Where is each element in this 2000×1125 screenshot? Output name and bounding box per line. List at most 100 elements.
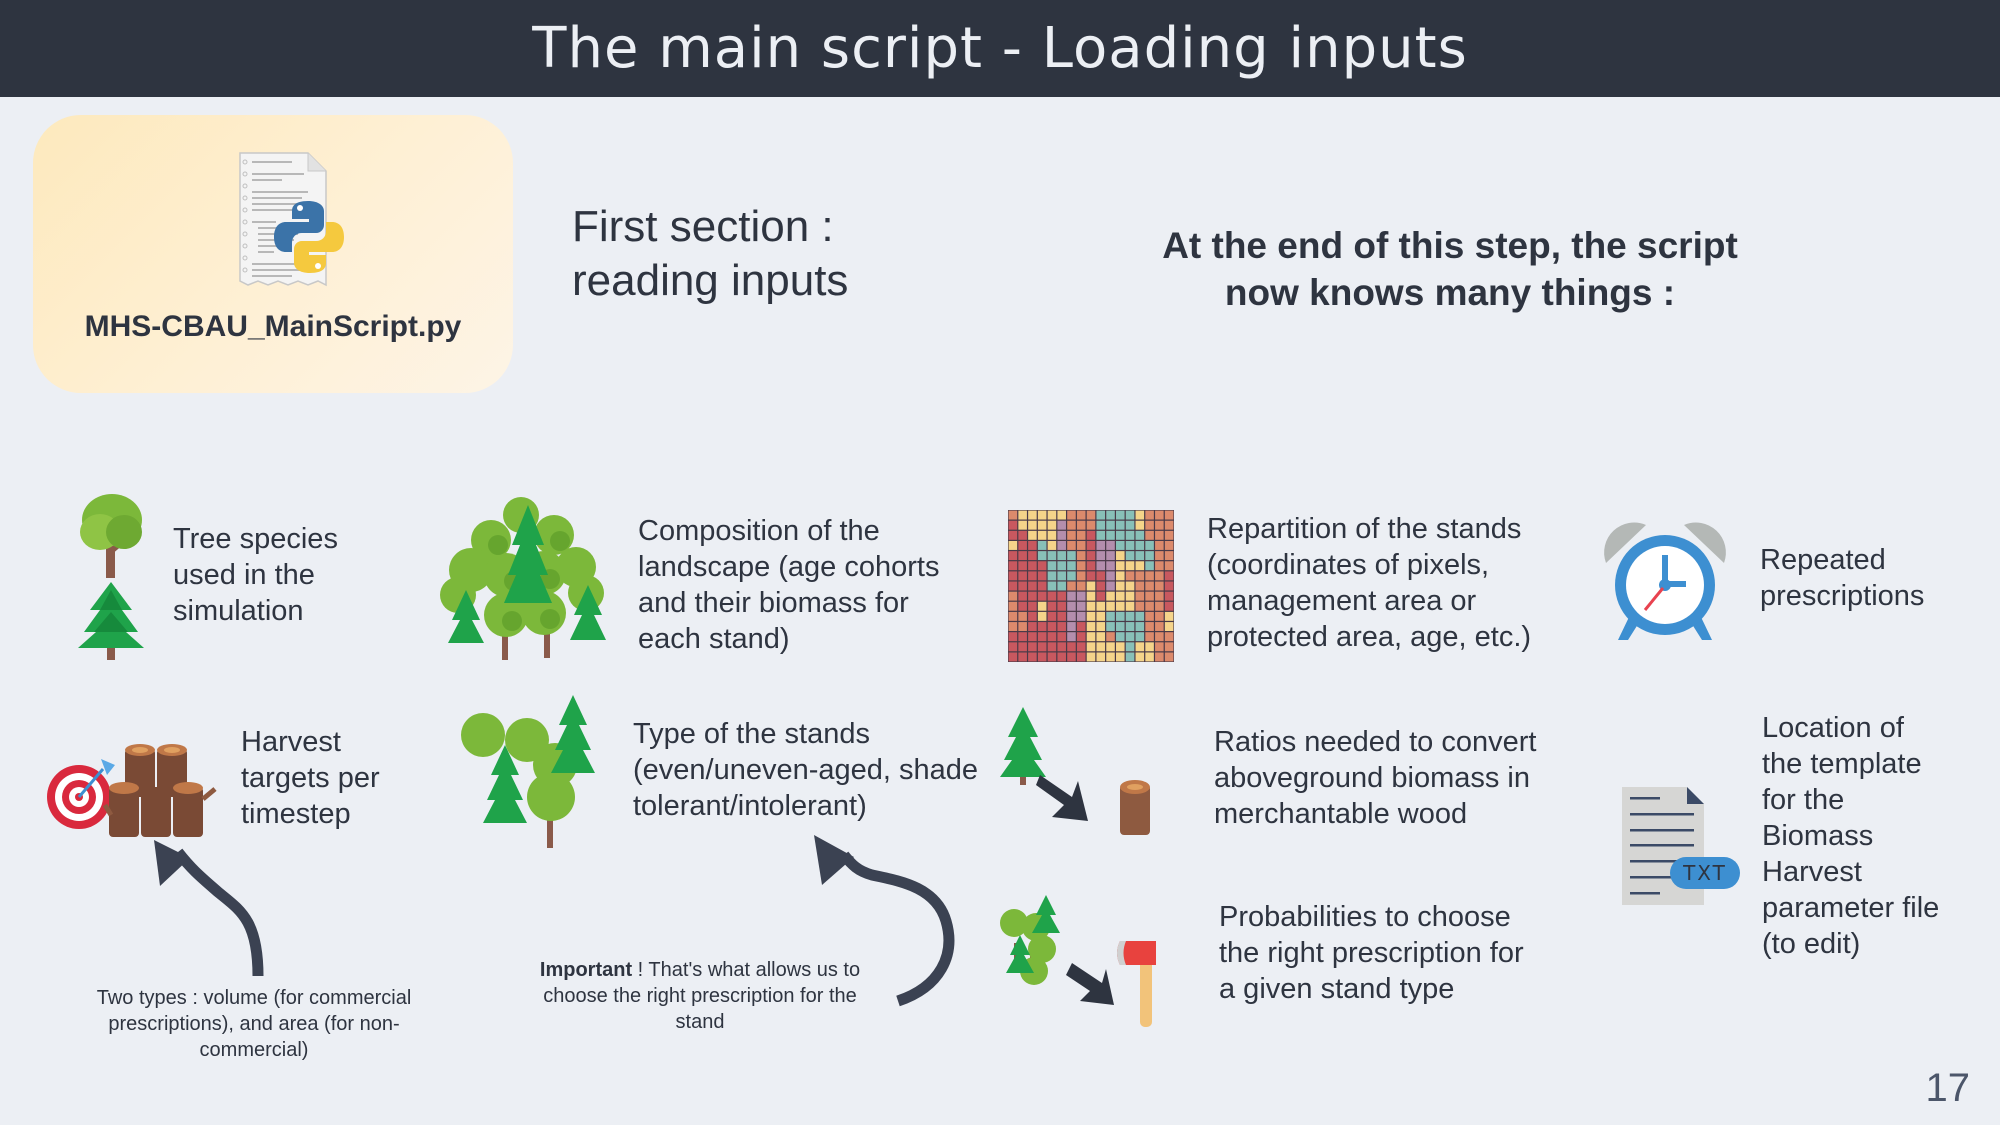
grid-pixel xyxy=(1028,541,1037,550)
grid-pixel xyxy=(1164,601,1174,611)
python-script-file-icon xyxy=(239,152,344,287)
item-line: timestep xyxy=(241,798,351,830)
item-line: Biomass xyxy=(1762,820,1874,852)
grid-pixel xyxy=(1135,642,1145,652)
alarm-clock-icon xyxy=(1604,522,1726,640)
grid-pixel xyxy=(1028,622,1037,631)
txt-file-icon: TXT xyxy=(1622,787,1740,905)
item-line: Repeated xyxy=(1760,544,1886,576)
grid-pixel xyxy=(1135,510,1145,520)
grid-pixel xyxy=(1037,541,1047,550)
item-line: management area or xyxy=(1207,585,1477,617)
grid-pixel xyxy=(1116,611,1125,621)
tree-species-icon xyxy=(78,494,144,660)
grid-pixel xyxy=(1145,632,1154,642)
grid-pixel xyxy=(1096,571,1106,581)
item-line: Ratios needed to convert xyxy=(1214,726,1537,758)
grid-pixel xyxy=(1116,520,1125,530)
grid-pixel xyxy=(1116,652,1125,662)
item-line: for the xyxy=(1762,784,1845,816)
item-line: a given stand type xyxy=(1219,973,1455,1005)
grid-pixel xyxy=(1047,581,1057,591)
grid-pixel xyxy=(1116,642,1125,652)
grid-pixel xyxy=(1096,632,1106,642)
grid-pixel xyxy=(1057,510,1066,520)
grid-pixel xyxy=(1135,561,1145,571)
grid-pixel xyxy=(1057,611,1066,621)
grid-pixel xyxy=(1096,591,1106,601)
trees-to-axe-icon xyxy=(1000,895,1156,1027)
grid-pixel xyxy=(1067,632,1076,642)
grid-pixel xyxy=(1018,622,1027,631)
grid-pixel xyxy=(1116,541,1125,550)
grid-pixel xyxy=(1145,591,1154,601)
item-line: simulation xyxy=(173,595,304,627)
note-line: Important ! That's what allows us to xyxy=(500,957,900,983)
svg-text:TXT: TXT xyxy=(1682,861,1727,885)
grid-pixel xyxy=(1106,591,1115,601)
grid-pixel xyxy=(1047,530,1057,540)
grid-pixel xyxy=(1145,581,1154,591)
note-line: Two types : volume (for commercial xyxy=(96,987,412,1009)
grid-pixel xyxy=(1018,520,1027,530)
item-line: aboveground biomass in xyxy=(1214,762,1530,794)
item-line: (even/uneven-aged, shade xyxy=(633,754,979,786)
grid-pixel xyxy=(1028,520,1037,530)
grid-pixel xyxy=(1145,652,1154,662)
grid-pixel xyxy=(1106,510,1115,520)
grid-pixel xyxy=(1047,561,1057,571)
grid-pixel xyxy=(1018,581,1027,591)
grid-pixel xyxy=(1057,622,1066,631)
grid-pixel xyxy=(1086,632,1096,642)
grid-pixel xyxy=(1096,510,1106,520)
grid-pixel xyxy=(1125,510,1135,520)
grid-pixel xyxy=(1106,622,1115,631)
grid-pixel xyxy=(1018,541,1027,550)
grid-pixel xyxy=(1028,591,1037,601)
grid-pixel xyxy=(1057,571,1066,581)
grid-pixel xyxy=(1047,632,1057,642)
grid-pixel xyxy=(1155,561,1164,571)
grid-pixel xyxy=(1155,652,1164,662)
curved-arrow-loop-icon xyxy=(814,835,955,1007)
section-title-line: First section : xyxy=(572,202,834,251)
item-line: tolerant/intolerant) xyxy=(633,790,867,822)
grid-pixel xyxy=(1076,571,1086,581)
grid-pixel xyxy=(1096,611,1106,621)
grid-pixel xyxy=(1116,561,1125,571)
grid-pixel xyxy=(1086,571,1096,581)
grid-pixel xyxy=(1164,541,1174,550)
grid-pixel xyxy=(1008,581,1018,591)
grid-pixel xyxy=(1057,561,1066,571)
grid-pixel xyxy=(1125,601,1135,611)
grid-pixel xyxy=(1057,652,1066,662)
grid-pixel xyxy=(1018,652,1027,662)
grid-pixel xyxy=(1067,642,1076,652)
item-line: Harvest xyxy=(241,726,341,758)
grid-pixel xyxy=(1057,632,1066,642)
grid-pixel xyxy=(1116,571,1125,581)
grid-pixel xyxy=(1155,622,1164,631)
grid-pixel xyxy=(1067,652,1076,662)
grid-pixel xyxy=(1086,561,1096,571)
grid-pixel xyxy=(1155,611,1164,621)
grid-pixel xyxy=(1028,551,1037,561)
grid-pixel xyxy=(1116,581,1125,591)
grid-pixel xyxy=(1008,601,1018,611)
grid-pixel xyxy=(1076,622,1086,631)
forest-icon xyxy=(440,497,606,660)
grid-pixel xyxy=(1067,551,1076,561)
script-file-name: MHS-CBAU_MainScript.py xyxy=(84,310,462,343)
grid-pixel xyxy=(1086,510,1096,520)
grid-pixel xyxy=(1047,510,1057,520)
grid-pixel xyxy=(1106,581,1115,591)
grid-pixel xyxy=(1028,510,1037,520)
grid-pixel xyxy=(1145,510,1154,520)
item-line: the template xyxy=(1762,748,1922,780)
grid-pixel xyxy=(1135,652,1145,662)
grid-pixel xyxy=(1135,611,1145,621)
item-harvest-targets: Harvest targets per timestep xyxy=(241,724,380,832)
grid-pixel xyxy=(1135,571,1145,581)
grid-pixel xyxy=(1164,611,1174,621)
grid-pixel xyxy=(1096,530,1106,540)
